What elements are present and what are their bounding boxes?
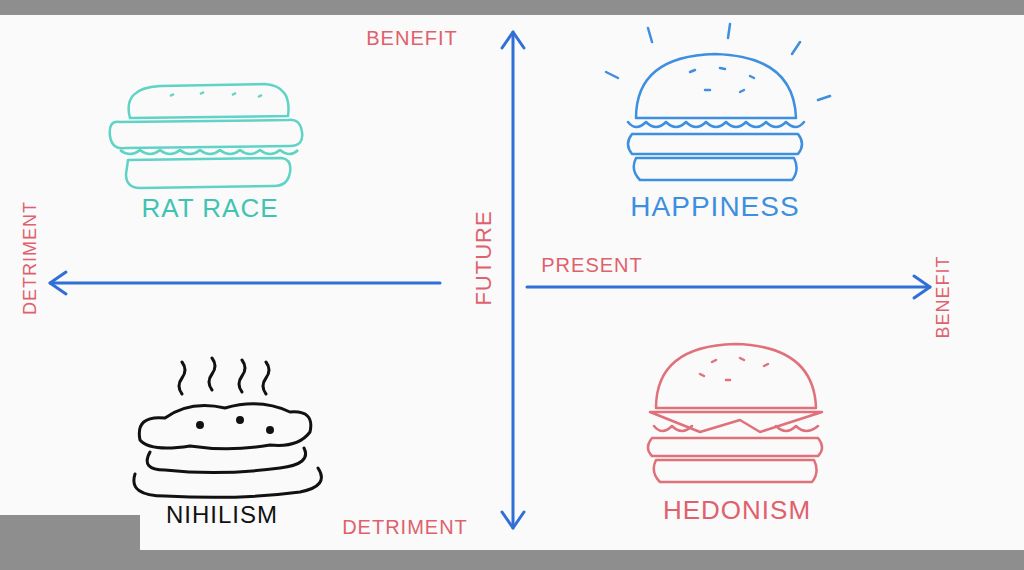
seeds xyxy=(700,358,768,380)
quadrant-label: NIHILISM xyxy=(166,503,278,527)
steam xyxy=(179,358,269,394)
quadrant-label: RAT RACE xyxy=(141,195,278,221)
sparkle xyxy=(606,24,830,100)
spot xyxy=(268,428,273,433)
arrow-head xyxy=(502,512,524,528)
axis-label: BENEFIT xyxy=(934,255,952,338)
rat-race-sandwich xyxy=(110,84,303,188)
axis-label: DETRIMENT xyxy=(342,517,468,537)
lettuce xyxy=(120,150,298,154)
cheese xyxy=(650,412,822,432)
bun-bottom xyxy=(126,158,290,188)
vertical-axis xyxy=(512,32,515,528)
bun-top xyxy=(656,344,816,408)
axis-title: FUTURE xyxy=(473,210,495,305)
nihilism-patty xyxy=(134,358,322,497)
patty xyxy=(628,134,802,154)
grey-bar xyxy=(140,550,1024,570)
quadrant-label: HAPPINESS xyxy=(630,193,799,221)
spot xyxy=(238,418,243,423)
grey-bar xyxy=(0,515,140,570)
bun-top xyxy=(129,84,289,118)
seeds xyxy=(170,92,262,97)
axes xyxy=(50,32,930,528)
spot xyxy=(198,423,203,428)
seeds xyxy=(690,68,754,92)
horizontal-axis xyxy=(50,282,440,285)
hedonism-burger xyxy=(648,344,822,482)
grey-bar xyxy=(0,0,1024,15)
happiness-burger xyxy=(606,24,830,180)
burnt-top xyxy=(139,404,311,449)
bun-bottom xyxy=(654,460,817,482)
lettuce xyxy=(654,426,818,431)
axis-label: BENEFIT xyxy=(366,28,457,48)
horizontal-axis xyxy=(527,286,930,289)
arrow-head xyxy=(914,276,930,298)
arrow-head xyxy=(502,32,524,48)
arrow-head xyxy=(50,272,66,294)
burnt-bottom xyxy=(134,468,322,497)
bun-bottom xyxy=(634,158,797,180)
burnt-middle xyxy=(147,448,305,473)
quadrant-label: HEDONISM xyxy=(663,497,811,523)
sausage xyxy=(110,120,303,149)
lettuce xyxy=(628,122,804,127)
axis-title: PRESENT xyxy=(541,255,642,275)
bun-top xyxy=(636,54,796,118)
axis-label: DETRIMENT xyxy=(21,201,39,315)
patty xyxy=(648,438,822,456)
